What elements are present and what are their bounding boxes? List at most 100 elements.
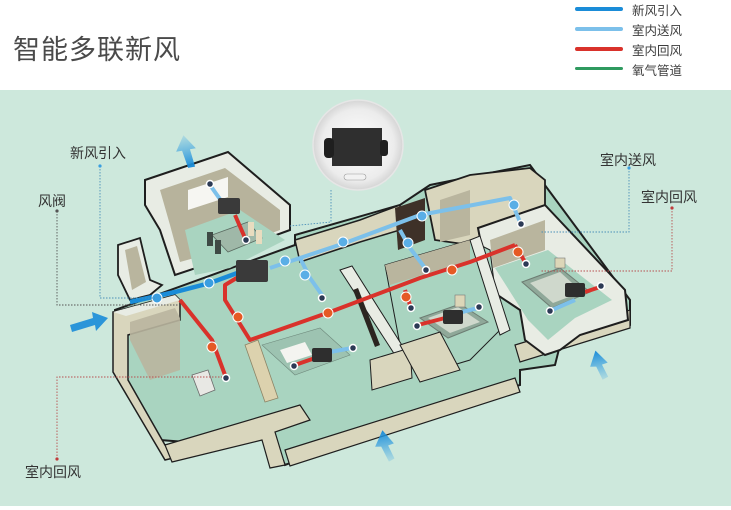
legend-label-oxygen: 氧气管道 — [632, 63, 683, 78]
callout-damper: 风阀 — [38, 194, 66, 210]
supply-flow-badge — [416, 210, 428, 222]
right-vent-unit — [565, 283, 585, 297]
vent — [289, 361, 299, 371]
return-pipe-middle-bed — [417, 316, 446, 327]
return-flow-badge — [512, 246, 524, 258]
supply-flow-badge — [337, 236, 349, 248]
leader-return-right — [540, 208, 673, 272]
callout-leaders — [55, 164, 674, 461]
return-flow-badge — [400, 291, 412, 303]
return-pipe-main — [223, 243, 516, 342]
vent — [521, 259, 531, 269]
supply-pipe-right — [551, 298, 576, 312]
vent — [412, 321, 422, 331]
supply-flow-badge — [279, 255, 291, 267]
wall-left-room-top — [113, 295, 180, 316]
left-room-bench — [191, 369, 216, 397]
callout-fresh-air-intake: 新风引入 — [70, 146, 126, 162]
vent — [205, 179, 215, 189]
vent — [596, 281, 606, 291]
leader-product — [289, 190, 332, 227]
return-flow-badge — [206, 341, 218, 353]
product-label — [343, 173, 367, 181]
vent-units — [218, 198, 585, 362]
supply-flow-badge — [402, 237, 414, 249]
legend-swatch-supply — [575, 27, 623, 31]
dining-chair-3 — [248, 222, 254, 236]
leader-fresh-air — [99, 166, 155, 299]
header: 智能多联新风 新风引入 室内送风 室内回风 氧气管道 — [0, 0, 731, 90]
page-title: 智能多联新风 — [13, 35, 181, 66]
return-flow-badge — [232, 311, 244, 323]
return-flow-badge — [446, 264, 458, 276]
vent — [545, 306, 555, 316]
vent — [221, 373, 231, 383]
bottom-strip — [0, 506, 731, 510]
legend-item-return: 室内回风 — [572, 40, 731, 60]
legend-item-supply: 室内送风 — [572, 20, 731, 40]
product-unit-port-left — [324, 138, 334, 158]
partition-3 — [369, 347, 413, 391]
wall-left-room-outer — [112, 294, 229, 461]
supply-pipe-living — [329, 346, 353, 354]
building — [112, 150, 631, 469]
exhaust-arrow-bottom — [375, 430, 395, 462]
product-inset — [312, 99, 404, 191]
callout-indoor-return-left: 室内回风 — [25, 465, 81, 481]
dining-chair-1 — [207, 232, 213, 246]
dining-chair-4 — [256, 230, 262, 244]
vents — [205, 179, 606, 383]
leader-dot-supply — [627, 166, 631, 170]
vent — [241, 235, 251, 245]
vent — [317, 293, 327, 303]
exhaust-arrow-top — [176, 135, 196, 168]
legend-label-fresh-air: 新风引入 — [632, 3, 683, 18]
product-unit-body — [332, 128, 382, 166]
leader-dot-fresh-air — [98, 164, 102, 168]
wall-bottom — [164, 404, 311, 469]
fresh-air-intake-arrow — [70, 312, 108, 332]
right-bedroom-inner-wall — [490, 220, 545, 268]
dining-window — [188, 177, 228, 211]
living-vent-unit — [312, 348, 332, 362]
floorplan-svg — [55, 99, 674, 469]
dining-vent-unit — [218, 198, 240, 214]
callout-indoor-return-right: 室内回风 — [641, 190, 697, 206]
legend-item-oxygen: 氧气管道 — [572, 60, 731, 80]
legend-swatch-oxygen — [575, 67, 623, 70]
living-sofa — [244, 339, 279, 403]
legend-label-return: 室内回风 — [632, 43, 683, 58]
partition-2 — [469, 235, 511, 336]
wall-corridor-top — [294, 203, 401, 263]
partition-4 — [399, 331, 461, 383]
supply-pipe-branch-1 — [298, 257, 324, 297]
middle-wall-back — [385, 240, 470, 285]
middle-nightstand — [454, 294, 466, 308]
legend-swatch-return — [575, 47, 623, 51]
flow-badges — [151, 199, 524, 353]
wall-bottom-2 — [284, 377, 521, 467]
legend-swatch-fresh-air — [575, 7, 623, 11]
exhaust-arrow-right — [590, 350, 609, 380]
legend-label-supply: 室内送风 — [632, 23, 683, 38]
vent — [348, 343, 358, 353]
legend-item-fresh-air: 新风引入 — [572, 0, 731, 20]
supply-flow-badge — [151, 292, 163, 304]
vent — [516, 219, 526, 229]
wall-top-right-inner — [440, 190, 470, 242]
leader-dot-return-left — [55, 457, 59, 461]
diagram-canvas: 新风引入 风阀 室内送风 室内回风 室内回风 — [0, 90, 731, 510]
leader-dot-damper — [55, 209, 59, 213]
right-nightstand — [554, 257, 566, 269]
return-flow-badge — [322, 307, 334, 319]
main-vent-unit — [236, 260, 268, 282]
supply-flow-badge — [508, 199, 520, 211]
return-pipe-left — [178, 298, 227, 376]
dining-chair-2 — [215, 240, 221, 254]
product-unit-port-right — [380, 140, 388, 156]
leader-supply — [540, 168, 630, 233]
callout-indoor-supply: 室内送风 — [600, 153, 656, 169]
wall-left-room-inner — [130, 308, 180, 380]
vent — [406, 303, 416, 313]
wall-left-tower-inner — [125, 246, 146, 290]
